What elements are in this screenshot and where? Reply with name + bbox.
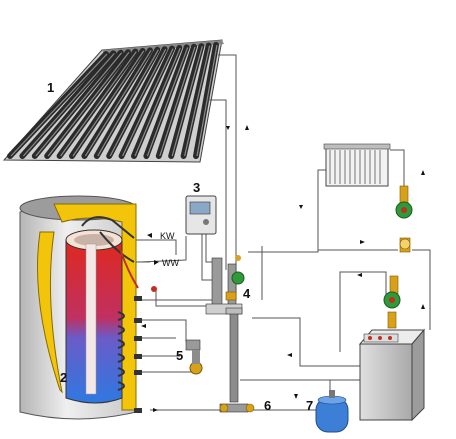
label-mixing-valve: 5 [176,348,183,363]
label-controller: 3 [193,180,200,195]
collector-tube [155,43,197,159]
collector-tube-highlight [22,53,115,157]
collector-tube [131,45,183,159]
arrow-down [226,126,230,130]
arrow-right [154,260,159,265]
label-cold-water: KW [160,231,175,241]
collector-tube [19,50,117,159]
valve-icon [225,291,237,301]
expansion-vessel-icon [315,390,349,433]
heating-pump-upper [395,185,413,253]
collector-tube-highlight [47,51,130,157]
arrow-left [141,324,146,328]
collector-tube [44,49,131,159]
heating-pump-lower [383,275,401,329]
pump-station [205,255,255,413]
arrow-left [147,233,152,238]
pump-icon [231,271,245,285]
collector-tube-highlight [122,48,174,157]
collector-tube-highlight [109,48,167,157]
arrow-up [421,304,425,309]
label-pump-station: 4 [243,286,251,301]
collector-tube-highlight [146,47,189,157]
collector-tube-highlight [35,52,123,157]
collector-tube [180,42,212,159]
collector-tube [31,49,124,159]
collector-tube [193,42,219,159]
collector-tube-highlight [159,46,196,157]
controller-icon [185,195,217,235]
collector-tube-highlight [72,50,145,157]
collector-tube [143,44,190,159]
collector-tube-highlight [134,47,181,157]
label-storage-tank: 2 [60,370,67,385]
arrow-left [357,273,362,277]
label-warm-water: WW [162,258,179,268]
arrow-right [153,408,158,412]
collector-tube [81,47,153,159]
collector-tube-highlight [10,53,108,157]
collector-tube-highlight [97,49,159,157]
arrow-down [299,205,303,209]
collector-tube-highlight [196,44,218,157]
arrow-down [294,394,298,399]
collector-tube-highlight [84,50,152,157]
radiator-icon [323,143,391,187]
collector-tube [93,46,161,159]
arrow-up [245,125,249,130]
arrow-up [421,170,425,175]
collector-tube-highlight [60,51,137,157]
mixing-valve [185,339,203,375]
label-collector: 1 [47,80,54,95]
boiler-icon [358,328,426,422]
label-expansion-connection: 6 [264,398,271,413]
storage-tank [19,195,157,420]
collector-tube [118,45,175,159]
collector-tube [69,48,146,159]
collector-tube-highlight [184,45,211,157]
collector-tube [56,48,139,159]
label-expansion-vessel: 7 [306,398,313,413]
solar-collector-icon [2,39,224,163]
collector-tube [106,46,168,159]
arrow-right [360,240,365,244]
collector-tube-highlight [171,46,203,157]
collector-tube [7,51,109,159]
arrow-left [287,353,292,357]
collector-tube [168,43,205,159]
flow-arrows [141,125,425,412]
pipe-network [120,54,431,411]
